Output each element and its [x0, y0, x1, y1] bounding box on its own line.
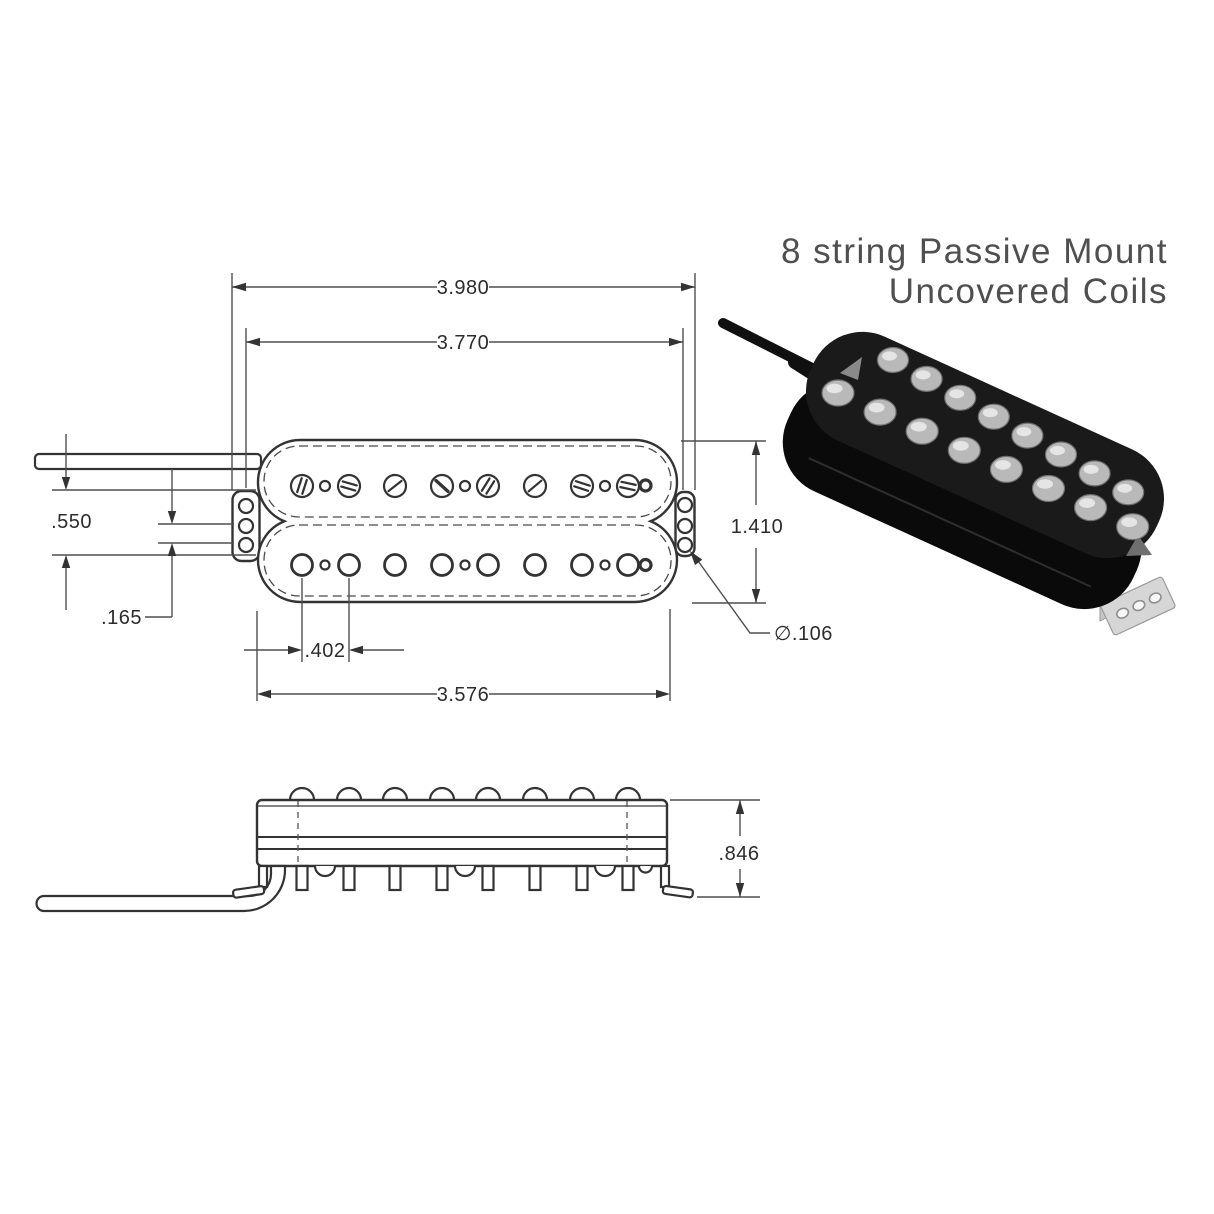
dim-body-height: 1.410	[681, 440, 784, 604]
side-body	[255, 798, 669, 868]
render-coil-gap-left	[840, 357, 862, 380]
right-mounting-tab	[674, 490, 696, 558]
screw-head-bumps	[288, 786, 642, 801]
dim-wire-offset-label: .550	[51, 511, 92, 533]
dim-wire-offset: .550	[51, 434, 256, 610]
dim-mount-hole-span-label: 3.770	[437, 332, 490, 354]
title-block: 8 string Passive Mount Uncovered Coils	[781, 232, 1168, 311]
dim-overall-length: 3.980	[231, 273, 696, 490]
left-mounting-tab	[231, 489, 261, 563]
top-coil-dashed-outline	[263, 445, 672, 518]
dim-tab-hole-pitch: .165	[101, 469, 234, 629]
render-body	[782, 331, 1164, 610]
dim-mount-hole-span: 3.770	[245, 328, 684, 490]
dim-body-height-label: 1.410	[731, 516, 784, 538]
lead-wire-top-view	[33, 452, 263, 471]
right-mounting-foot	[659, 864, 695, 899]
screw-pole-row	[289, 473, 653, 499]
title-line-2: Uncovered Coils	[889, 272, 1168, 311]
slug-pole-row	[290, 553, 653, 577]
dim-side-height: .846	[670, 799, 760, 898]
dim-pole-spacing: .402	[244, 578, 404, 662]
side-view: .846	[35, 786, 760, 913]
top-view: 3.980 3.770 1.410 .550 .165	[33, 273, 833, 706]
dim-tab-hole-diameter-label: ∅.106	[774, 623, 833, 645]
dim-baseplate-length-label: 3.576	[437, 684, 490, 706]
left-mounting-foot	[232, 864, 269, 899]
dim-side-height-label: .846	[719, 843, 760, 865]
dim-tab-hole-pitch-label: .165	[101, 607, 142, 629]
render-coil-gap-right	[1126, 535, 1152, 556]
dim-pole-spacing-label: .402	[305, 640, 346, 662]
pickup-3d-render	[718, 318, 1176, 636]
dim-overall-length-label: 3.980	[437, 277, 490, 299]
dim-tab-hole-diameter: ∅.106	[690, 551, 833, 645]
render-screw-row	[876, 346, 1145, 506]
title-line-1: 8 string Passive Mount	[781, 232, 1168, 271]
pole-legs	[295, 864, 654, 892]
pickup-body-outline	[256, 438, 679, 604]
bottom-coil-dashed-outline	[263, 524, 672, 597]
dim-baseplate-length: 3.576	[256, 609, 671, 706]
render-slug-row	[821, 379, 1150, 541]
